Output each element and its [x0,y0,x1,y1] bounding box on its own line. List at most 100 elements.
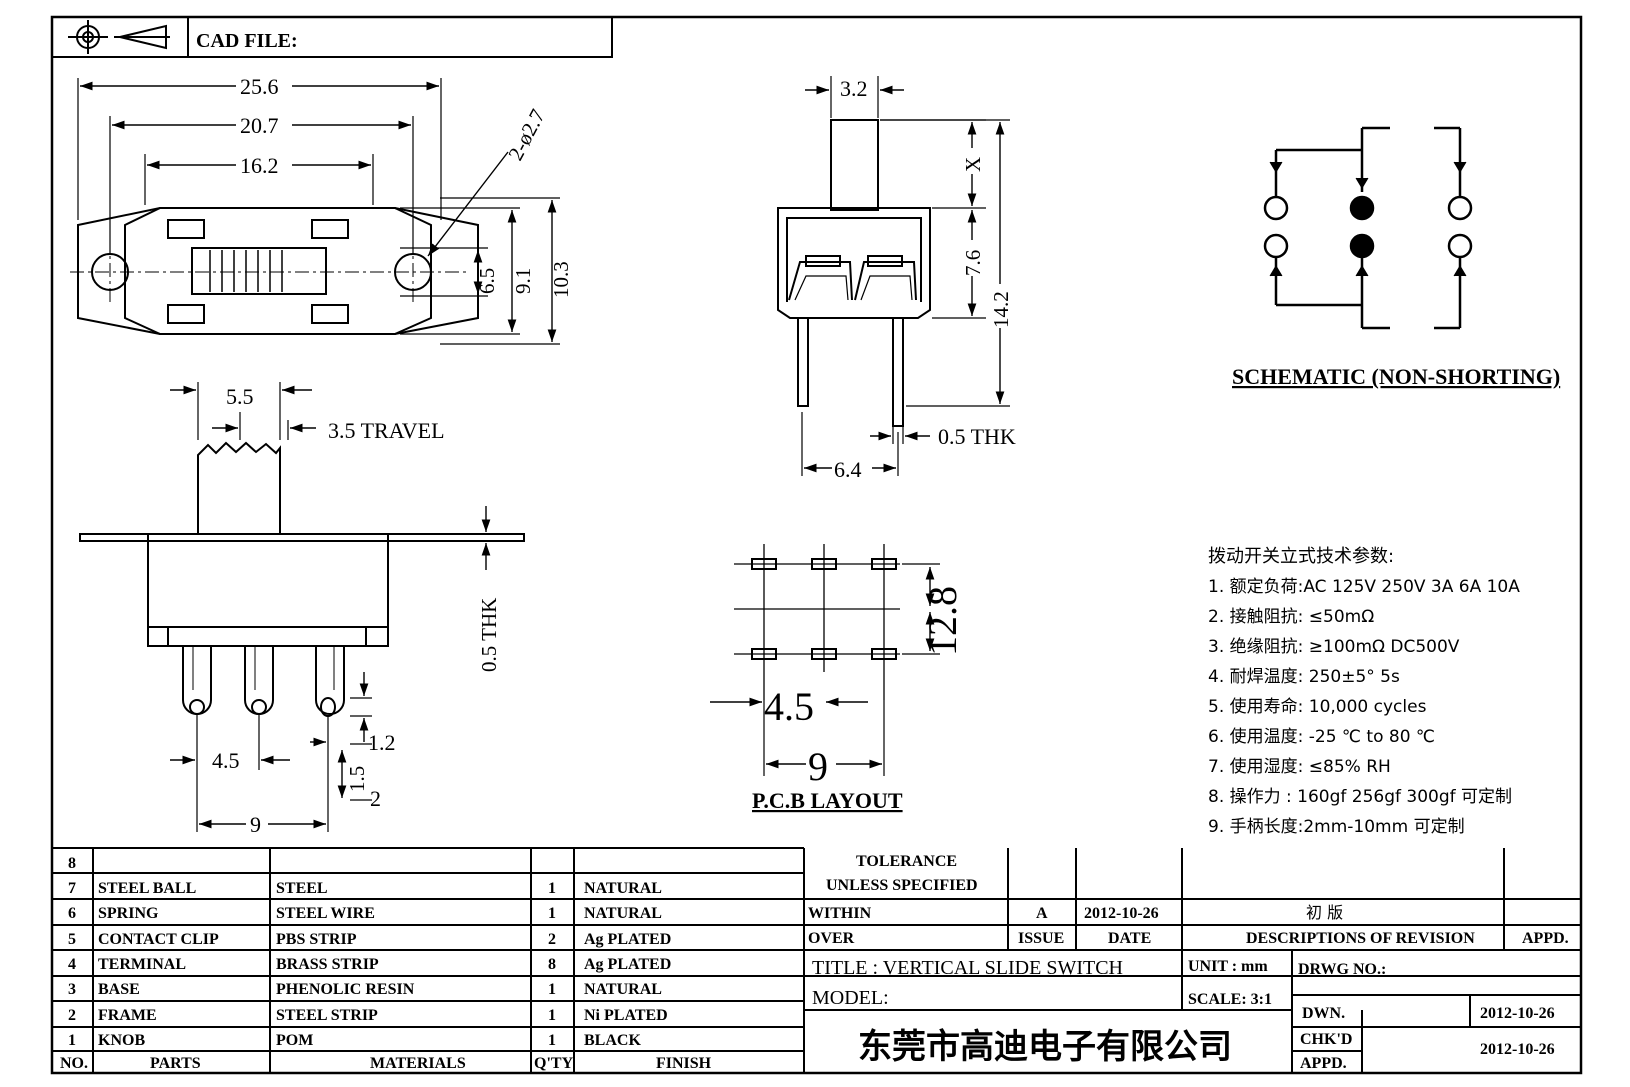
svg-text:CONTACT CLIP: CONTACT CLIP [98,931,219,948]
over-label: OVER [808,930,855,947]
svg-text:2: 2 [68,1007,76,1024]
svg-text:SPRING: SPRING [98,905,159,922]
table-row: 3 BASE PHENOLIC RESIN 1 NATURAL [68,981,662,998]
side-view [777,76,1010,476]
dim-pin-thk: 0.5 THK [938,424,1016,449]
scale-label: SCALE: 3:1 [1188,991,1272,1008]
table-row: 1 KNOB POM 1 BLACK [68,1032,641,1049]
svg-text:BRASS STRIP: BRASS STRIP [276,956,379,973]
dim-height-9-1: 9.1 [511,268,535,294]
svg-text:STEEL WIRE: STEEL WIRE [276,905,375,922]
svg-text:1: 1 [548,1007,556,1024]
svg-text:STEEL: STEEL [276,880,328,897]
table-row: 2 FRAME STEEL STRIP 1 Ni PLATED [68,1007,668,1024]
drawing-border [50,15,1583,1075]
svg-text:STEEL BALL: STEEL BALL [98,880,196,897]
terminal-pins [182,646,345,717]
svg-text:NATURAL: NATURAL [584,880,662,897]
side-knob [830,119,879,211]
svg-text:MATERIALS: MATERIALS [370,1055,466,1072]
spec-item: 7. 使用湿度: ≤85% RH [1208,756,1391,777]
svg-text:5: 5 [68,931,76,948]
pcb-layout [710,544,940,776]
svg-text:1: 1 [548,981,556,998]
cad-file-label: CAD FILE: [196,30,298,52]
approved-label-2: APPD. [1300,1055,1347,1072]
svg-text:Ag PLATED: Ag PLATED [584,931,671,948]
spec-heading: 拨动开关立式技术参数: [1208,546,1394,567]
dim-pcb-span: 9 [808,744,828,789]
svg-text:NO.: NO. [60,1055,88,1072]
dim-pin-pitch: 4.5 [212,748,240,773]
spec-item: 8. 操作力 : 160gf 256gf 300gf 可定制 [1208,787,1512,807]
table-header-row: NO. PARTS MATERIALS Q'TY FINISH [60,1055,712,1072]
side-body [777,207,931,319]
bom-table: 8 7 STEEL BALL STEEL 1 NATURAL 6 SPRING … [60,855,712,1072]
header-box [51,16,613,58]
drawn-label: DWN. [1302,1005,1345,1022]
svg-text:NATURAL: NATURAL [584,981,662,998]
svg-text:Q'TY: Q'TY [534,1055,574,1072]
contact-open-right-bottom [1447,233,1473,259]
checked-label: CHK'D [1300,1031,1352,1048]
front-view-dimensions: 5.5 3.5 TRAVEL 0.5 THK 4.5 9 1.2 1.5 2 [206,384,501,837]
approved-label: APPD. [1522,930,1569,947]
side-pin-left [797,318,809,407]
svg-text:Ni PLATED: Ni PLATED [584,1007,668,1024]
spec-item: 2. 接触阻抗: ≤50mΩ [1208,607,1374,627]
drawn-date: 2012-10-26 [1480,1005,1555,1022]
spec-item: 5. 使用寿命: 10,000 cycles [1208,696,1427,717]
dim-total-height: 14.2 [989,291,1013,328]
spec-item: 4. 耐焊温度: 250±5° 5s [1208,667,1400,687]
projection-symbol-icon [68,20,170,54]
dim-pcb-row-spacing: 12.8 [920,586,965,656]
table-row: 6 SPRING STEEL WIRE 1 NATURAL [68,905,662,922]
switch-body [147,533,389,647]
spec-item: 6. 使用温度: -25 ℃ to 80 ℃ [1208,726,1435,747]
dim-pin-width: 1.5 [345,766,369,792]
spec-list: 拨动开关立式技术参数: 1. 额定负荷:AC 125V 250V 3A 6A 1… [1208,546,1520,837]
contact-common-bottom [1349,233,1375,259]
dim-handle-length-x: X [961,157,985,172]
svg-text:1: 1 [68,1032,76,1049]
dim-height-10-3: 10.3 [549,261,573,298]
table-row: 7 STEEL BALL STEEL 1 NATURAL [68,880,662,897]
contact-open-left-bottom [1263,233,1289,259]
company-name: 东莞市高迪电子有限公司 [858,1027,1232,1067]
dim-knob-width: 5.5 [226,384,254,409]
dim-travel: 3.5 TRAVEL [328,418,445,443]
descriptions-label: DESCRIPTIONS OF REVISION [1246,930,1475,947]
issue-label: ISSUE [1018,930,1064,947]
model-label: MODEL: [812,987,889,1009]
tolerance-label: TOLERANCE [856,853,957,870]
svg-text:2: 2 [548,931,556,948]
dim-pcb-pitch: 4.5 [764,684,814,729]
contact-open-right-top [1447,195,1473,221]
svg-text:PHENOLIC RESIN: PHENOLIC RESIN [276,981,415,998]
side-pin-right [892,318,904,427]
svg-text:3: 3 [68,981,76,998]
title-block: TOLERANCE UNLESS SPECIFIED WITHIN OVER A… [808,853,1569,1072]
table-row: 5 CONTACT CLIP PBS STRIP 2 Ag PLATED [68,931,671,948]
revision-issue: A [1036,905,1048,922]
dim-overall-width: 25.6 [240,74,279,99]
unless-specified-label: UNLESS SPECIFIED [826,877,978,894]
unit-label: UNIT : mm [1188,958,1268,975]
mounting-plate [79,533,525,542]
front-view [79,382,525,832]
svg-text:1: 1 [548,1032,556,1049]
dim-pin-length: 2 [370,786,381,811]
svg-text:1: 1 [548,880,556,897]
title-block-grid [804,848,1581,1073]
schematic-title: SCHEMATIC (NON-SHORTING) [1232,364,1560,389]
revision-date: 2012-10-26 [1084,905,1159,922]
knob-slot [191,247,327,295]
svg-text:POM: POM [276,1032,313,1049]
within-label: WITHIN [808,905,872,922]
svg-text:Ag PLATED: Ag PLATED [584,956,671,973]
svg-text:FINISH: FINISH [656,1055,712,1072]
svg-text:BASE: BASE [98,981,140,998]
checked-date: 2012-10-26 [1480,1041,1555,1058]
svg-text:6: 6 [68,905,76,922]
dim-hole-spacing: 20.7 [240,113,279,138]
